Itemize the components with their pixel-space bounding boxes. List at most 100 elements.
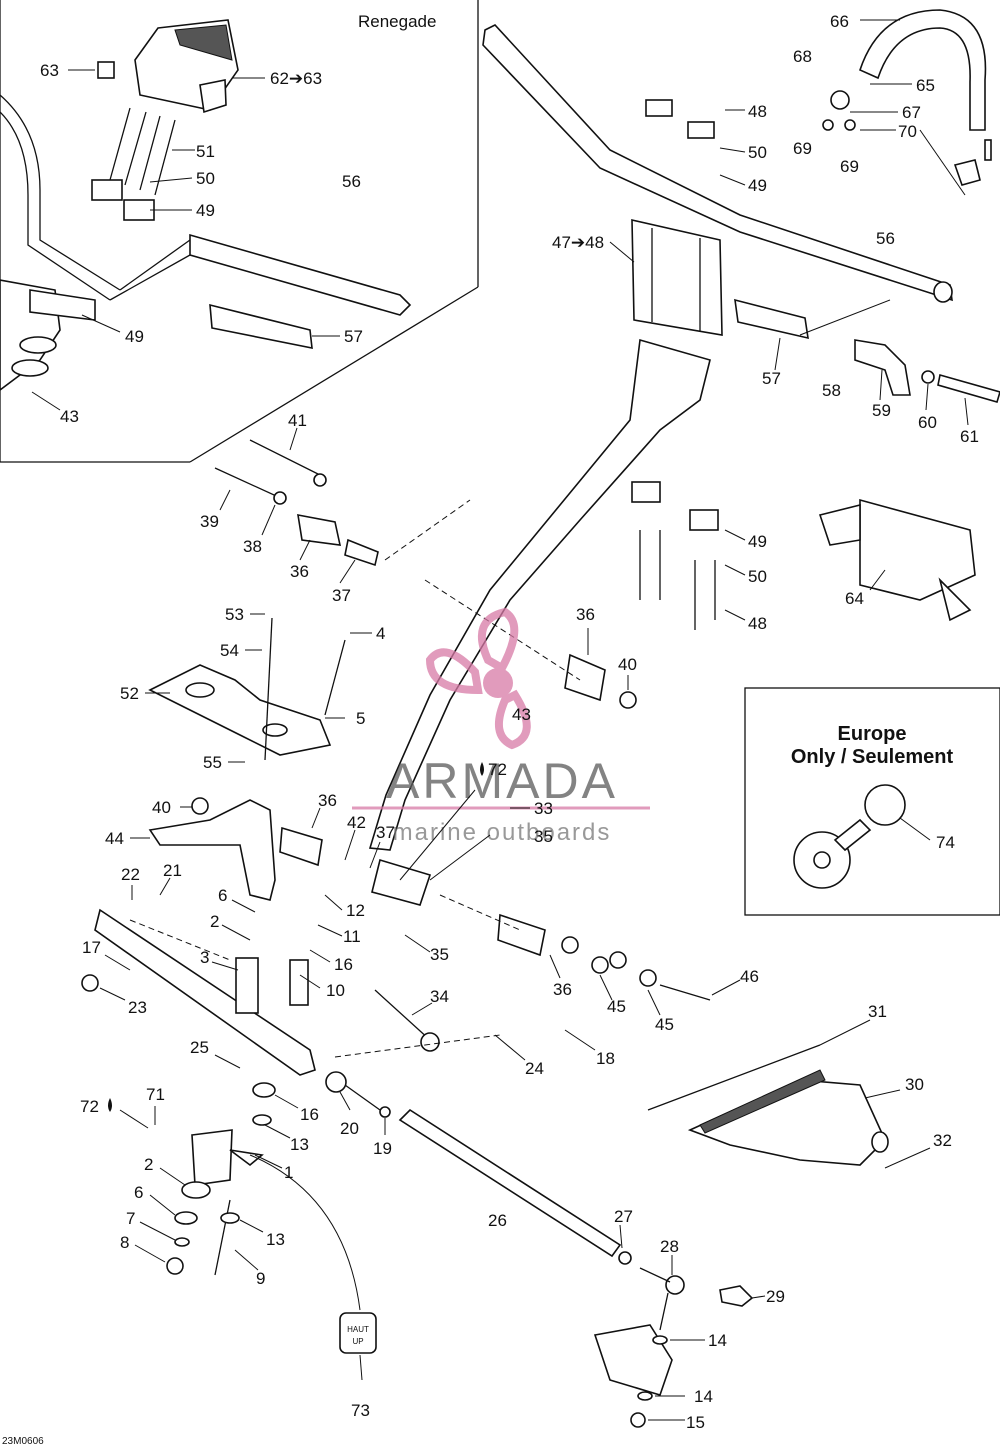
callout: 52 xyxy=(120,684,139,703)
europe-line2: Only / Seulement xyxy=(791,746,954,768)
callout: 59 xyxy=(872,401,891,420)
callout: 73 xyxy=(351,1401,370,1420)
callout: 55 xyxy=(203,753,222,772)
tie-rod-34 xyxy=(374,989,440,1052)
callout: 44 xyxy=(105,829,124,848)
callout: 49 xyxy=(748,532,767,551)
handle-30 xyxy=(647,1044,889,1166)
bolt-4 xyxy=(324,639,346,716)
callout: 6 xyxy=(218,886,227,905)
callout: 17 xyxy=(82,938,101,957)
callout: 23 xyxy=(128,998,147,1017)
riser-block xyxy=(631,99,723,336)
nut-40 xyxy=(619,691,637,709)
callout: 45 xyxy=(655,1015,674,1034)
callout: 36 xyxy=(553,980,572,999)
callout: 31 xyxy=(868,1002,887,1021)
callout: 16 xyxy=(334,955,353,974)
callout: 38 xyxy=(243,537,262,556)
handlebar xyxy=(482,24,953,303)
callout: 9 xyxy=(256,1269,265,1288)
callout: 8 xyxy=(120,1233,129,1252)
oil-drop-icon xyxy=(108,1098,112,1112)
lower-clamps xyxy=(631,481,719,630)
callout: 27 xyxy=(614,1207,633,1226)
callout: 46 xyxy=(740,967,759,986)
clip-63 xyxy=(97,61,115,79)
callout: 28 xyxy=(660,1237,679,1256)
callout: 66 xyxy=(830,12,849,31)
callout: 3 xyxy=(200,948,209,967)
callout: 13 xyxy=(290,1135,309,1154)
steering-cover xyxy=(134,19,239,114)
callout: 10 xyxy=(326,981,345,1000)
callout: 40 xyxy=(152,798,171,817)
callout: 69 xyxy=(793,139,812,158)
callout: 24 xyxy=(525,1059,544,1078)
callout: 40 xyxy=(618,655,637,674)
oil-drop-icon xyxy=(480,762,484,776)
callout: 60 xyxy=(918,413,937,432)
grip-57-inset xyxy=(209,303,313,349)
callout: 68 xyxy=(793,47,812,66)
callout: 36 xyxy=(318,791,337,810)
callout: 37 xyxy=(332,586,351,605)
callout: 20 xyxy=(340,1119,359,1138)
callout: 58 xyxy=(822,381,841,400)
callout: 47➔48 xyxy=(552,233,604,252)
europe-line1: Europe xyxy=(838,723,907,745)
callout: 57 xyxy=(762,369,781,388)
lower-column xyxy=(166,1082,276,1276)
callout: 51 xyxy=(196,142,215,161)
callout: 34 xyxy=(430,987,449,1006)
armada-watermark: ARMADA marine outboards xyxy=(352,607,650,846)
leader-lines xyxy=(31,19,969,1421)
inset-wires xyxy=(91,107,176,221)
callout: 41 xyxy=(288,411,307,430)
bolt-53 xyxy=(264,617,273,761)
callout: 70 xyxy=(898,122,917,141)
callout: 2 xyxy=(210,912,219,931)
callout: 32 xyxy=(933,1131,952,1150)
callout: 49 xyxy=(125,327,144,346)
switch-text-1: HAUT xyxy=(347,1325,369,1334)
callout: 45 xyxy=(607,997,626,1016)
callout: 53 xyxy=(225,605,244,624)
drawing-code: 23M0606 xyxy=(2,1436,44,1447)
callout: 65 xyxy=(916,76,935,95)
callout: 42 xyxy=(347,813,366,832)
callout: 13 xyxy=(266,1230,285,1249)
callout: 7 xyxy=(126,1209,135,1228)
callout: 12 xyxy=(346,901,365,920)
callout: 50 xyxy=(748,567,767,586)
callout: 37 xyxy=(376,823,395,842)
callout: 35 xyxy=(430,945,449,964)
callout: 14 xyxy=(694,1387,713,1406)
callout: 50 xyxy=(748,143,767,162)
callout: 71 xyxy=(146,1085,165,1104)
tie-rod-26 xyxy=(325,1071,622,1258)
callout: 67 xyxy=(902,103,921,122)
callout: 69 xyxy=(840,157,859,176)
bushing-group-right xyxy=(497,913,711,1001)
inset-title: Renegade xyxy=(358,12,436,31)
callout: 35 xyxy=(534,827,553,846)
inset-column xyxy=(0,94,412,391)
callout: 4 xyxy=(376,624,385,643)
callout: 6 xyxy=(134,1183,143,1202)
callout: 56 xyxy=(342,172,361,191)
callout: 72 xyxy=(80,1097,99,1116)
callout: 18 xyxy=(596,1049,615,1068)
callout: 48 xyxy=(748,102,767,121)
callout: 48 xyxy=(748,614,767,633)
steering-column xyxy=(368,338,711,906)
callout: 74 xyxy=(936,833,955,852)
callout: 14 xyxy=(708,1331,727,1350)
callout: 63 xyxy=(40,61,59,80)
callout: 56 xyxy=(876,229,895,248)
callout: 11 xyxy=(343,927,361,946)
callout: 21 xyxy=(163,861,182,880)
callout: 2 xyxy=(144,1155,153,1174)
callout: 50 xyxy=(196,169,215,188)
